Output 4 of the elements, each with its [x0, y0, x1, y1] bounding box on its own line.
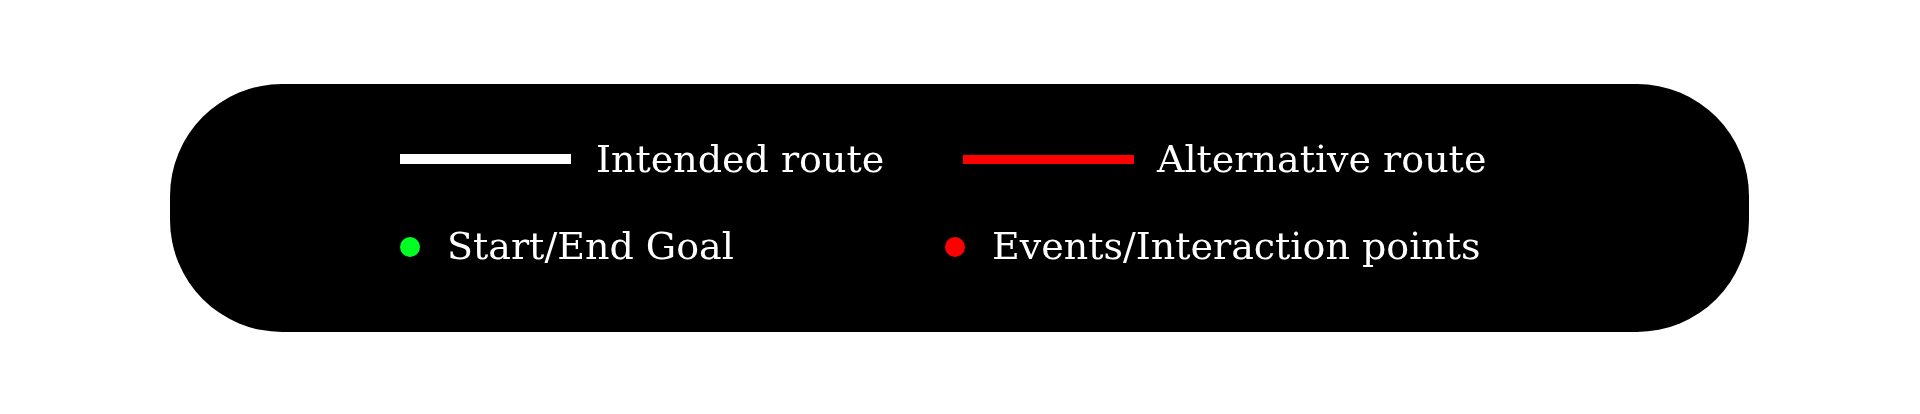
legend-label: Events/Interaction points: [992, 224, 1481, 270]
legend-label: Alternative route: [1157, 137, 1487, 183]
legend-label: Intended route: [596, 137, 885, 183]
legend-label: Start/End Goal: [447, 224, 734, 270]
